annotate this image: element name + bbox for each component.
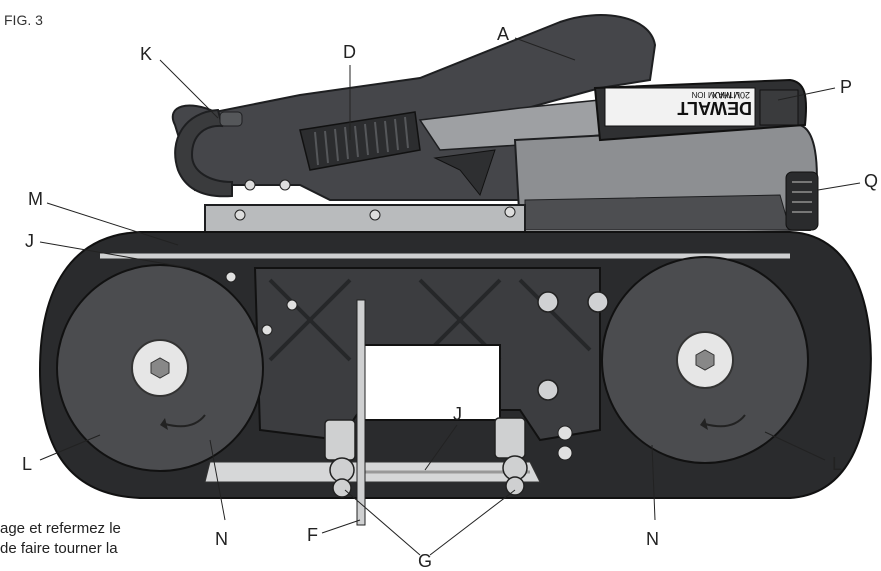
callout-p: P xyxy=(840,77,853,97)
cut-off-text-line-1: age et refermez le xyxy=(0,520,121,537)
callout-j-top: J xyxy=(25,231,34,251)
callout-f: F xyxy=(307,525,318,545)
battery-voltage: 20V MAX xyxy=(712,90,750,100)
battery-pack: DEWALT 20V MAX LITHIUM ION xyxy=(593,78,808,142)
rotation-arrow-icon xyxy=(704,414,746,428)
callout-l-right: L xyxy=(832,454,843,474)
callout-m: M xyxy=(28,189,43,209)
callout-k: K xyxy=(140,44,153,64)
callout-g: G xyxy=(418,551,433,571)
cutting-throat xyxy=(359,344,501,421)
right-wheel xyxy=(601,256,809,464)
callout-a: A xyxy=(497,24,510,44)
hex-bolt-icon xyxy=(537,291,609,401)
battery-chemistry: LITHIUM ION xyxy=(691,90,740,99)
cross-screw-icon xyxy=(225,271,573,461)
callout-q: Q xyxy=(864,171,879,191)
battery-brand: DEWALT xyxy=(677,98,752,118)
rotation-arrow-icon xyxy=(164,414,206,428)
blade-guide-rollers xyxy=(324,417,528,498)
left-wheel xyxy=(56,264,264,472)
callout-l-left: L xyxy=(22,454,33,474)
callout-j-mid: J xyxy=(453,404,462,424)
callout-n-left: N xyxy=(215,529,228,549)
saw-upper-body xyxy=(171,14,819,232)
cut-off-text-line-2: de faire tourner la xyxy=(0,540,118,557)
depth-stop xyxy=(356,299,366,526)
figure-label: FIG. 3 xyxy=(4,12,43,28)
callout-n-right: N xyxy=(646,529,659,549)
callout-d: D xyxy=(343,42,356,62)
